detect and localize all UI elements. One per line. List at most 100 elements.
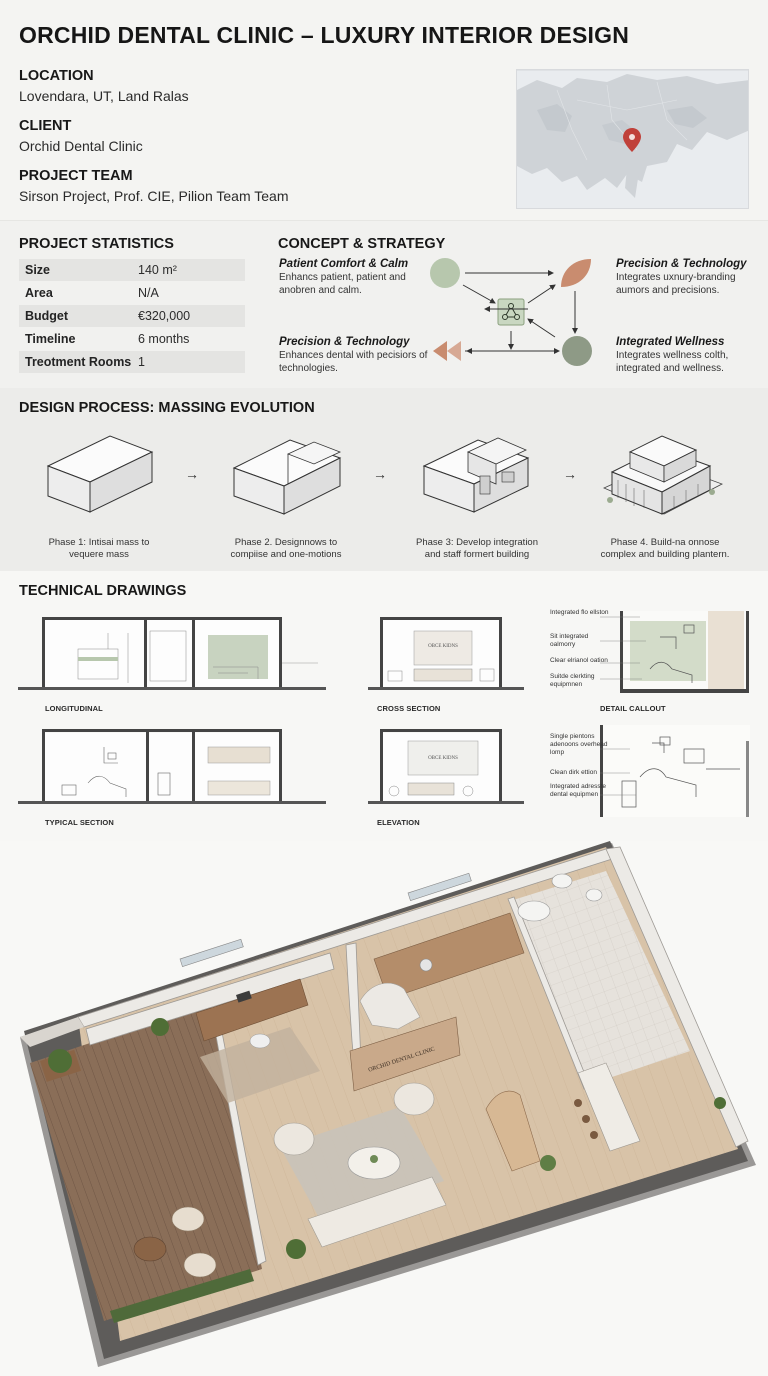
sage-circle-icon (430, 258, 460, 288)
stats-value: N/A (138, 286, 159, 300)
concept-title: CONCEPT & STRATEGY (278, 236, 446, 252)
side-wall (605, 846, 749, 1148)
drawings-title: TECHNICAL DRAWINGS (19, 583, 187, 599)
kitchen-counter (577, 1062, 641, 1152)
stats-row: Treotment Rooms 1 (19, 351, 245, 373)
deck-chair (171, 1206, 205, 1232)
massing-process-band: DESIGN PROCESS: MASSING EVOLUTION → → → (0, 388, 768, 571)
callout-note: Integrated adresste dental equipmen (550, 783, 607, 798)
stats-row: Size 140 m² (19, 259, 245, 281)
arrow-icon: → (373, 466, 387, 482)
caption-line: compiise and one-motions (230, 549, 342, 560)
tile-floor (510, 871, 690, 1085)
callout-note: Suitde clerkting equipmnen (550, 673, 595, 688)
process-title: DESIGN PROCESS: MASSING EVOLUTION (19, 400, 315, 416)
project-header: ORCHID DENTAL CLINIC – LUXURY INTERIOR D… (0, 0, 768, 220)
phase-1-caption: Phase 1: Intisai mass to vequere mass (24, 537, 174, 561)
lounge-chair (393, 1082, 435, 1116)
caption-line: complex and building plantern. (600, 549, 730, 560)
planter (110, 1269, 254, 1323)
caption-line: vequere mass (69, 549, 129, 560)
phase-4-caption: Phase 4. Build-na onnose complex and bui… (590, 537, 740, 561)
stats-value: 1 (138, 355, 145, 369)
client-label: CLIENT (19, 118, 72, 134)
phase-2-caption: Phase 2. Designnows to compiise and one-… (211, 537, 361, 561)
stats-value: 6 months (138, 332, 190, 346)
leaf-icon (561, 259, 591, 287)
location-label: LOCATION (19, 68, 94, 84)
drawing-label: LONGITUDINAL (45, 704, 103, 713)
caption-line: Phase 4. Build-na onnose (610, 537, 720, 548)
cross-section: OBCE KIDNS (368, 617, 524, 690)
stats-row: Area N/A (19, 282, 245, 304)
concept-heading: Precision & Technology (616, 258, 747, 270)
wall-sign: OBCE KIDNS (428, 756, 458, 761)
olive-circle-icon (562, 336, 592, 366)
elevation-drawing: OBCE KIDNS (368, 729, 524, 804)
team-value: Sirson Project, Prof. CIE, Pilion Team T… (19, 188, 289, 204)
phase-3-caption: Phase 3: Develop integration and staff f… (402, 537, 552, 561)
stats-row: Budget €320,000 (19, 305, 245, 327)
technical-drawings-band: TECHNICAL DRAWINGS LONGITUDINAL OBCE KID… (0, 571, 768, 841)
concept-text: Integrates wellness colth, integrated an… (616, 350, 729, 374)
deck-chair (183, 1252, 217, 1278)
stats-title: PROJECT STATISTICS (19, 236, 174, 252)
network-icon (497, 298, 525, 326)
stats-key: Area (25, 286, 53, 300)
callout-note: Integrated flo ellston (550, 609, 609, 616)
dental-chair (359, 982, 421, 1030)
stats-value: €320,000 (138, 309, 191, 323)
detail-callout-drawing (600, 611, 749, 693)
detail-callout-drawing-2 (600, 725, 750, 817)
deck-table (133, 1236, 167, 1262)
dental-lamp-icon (419, 958, 433, 972)
concept-diagram (430, 258, 592, 366)
stats-row: Timeline 6 months (19, 328, 245, 350)
partition-wall (85, 952, 335, 1046)
stats-key: Timeline (25, 332, 76, 346)
caption-line: Phase 3: Develop integration (416, 537, 538, 548)
drawing-label: ELEVATION (377, 818, 420, 827)
map-pin-icon (623, 128, 641, 152)
arrow-icon: → (563, 466, 577, 482)
phase-3-massing (422, 437, 530, 513)
sofa (307, 1176, 447, 1248)
drawing-label: DETAIL CALLOUT (600, 704, 666, 713)
stats-key: Budget (25, 309, 69, 323)
concept-heading: Patient Comfort & Calm (279, 258, 409, 270)
callout-note: Clean dirk ettion (550, 769, 597, 776)
concept-text: Integrates uxnury-branding aumors and pr… (616, 272, 736, 296)
location-map (516, 69, 749, 209)
lounge-chair (273, 1122, 315, 1156)
concept-text: Enhances dental with pecisiors of techno… (279, 350, 428, 374)
deck-floor (30, 1003, 262, 1321)
office-desk (195, 978, 309, 1042)
stats-concept-band: PROJECT STATISTICS Size 140 m² Area N/A … (0, 220, 768, 388)
phase-4-massing (603, 435, 723, 515)
concept-heading: Integrated Wellness (616, 336, 725, 348)
wall-sign: OBCE KIDNS (428, 644, 458, 649)
stats-key: Size (25, 263, 51, 277)
chevrons-icon (433, 341, 461, 361)
phase-2-massing (232, 439, 342, 515)
concept-heading: Precision & Technology (279, 336, 410, 348)
caption-line: Phase 2. Designnows to (234, 537, 338, 548)
longitudinal-section (18, 617, 326, 690)
phase-1-massing (46, 435, 154, 513)
drawing-label: TYPICAL SECTION (45, 818, 114, 827)
callout-note: Clear elrianol oation (550, 657, 608, 664)
arrow-icon: → (185, 466, 199, 482)
isometric-floor-plan: ORCHID DENTAL CLINIC (0, 841, 768, 1376)
typical-section (18, 729, 326, 804)
concept-text: Enhancs patient, patient and anobren and… (279, 272, 406, 296)
drawing-label: CROSS SECTION (377, 704, 441, 713)
office-chair (249, 1033, 271, 1049)
team-label: PROJECT TEAM (19, 168, 133, 184)
reception-desk (485, 1090, 541, 1172)
callout-note: Sit integrated oalmorry (550, 633, 589, 648)
stats-key: Treotment Rooms (25, 355, 132, 369)
caption-line: Phase 1: Intisai mass to (48, 537, 150, 548)
page-title: ORCHID DENTAL CLINIC – LUXURY INTERIOR D… (19, 22, 630, 48)
client-value: Orchid Dental Clinic (19, 138, 143, 154)
caption-line: and staff formert building (424, 549, 530, 560)
